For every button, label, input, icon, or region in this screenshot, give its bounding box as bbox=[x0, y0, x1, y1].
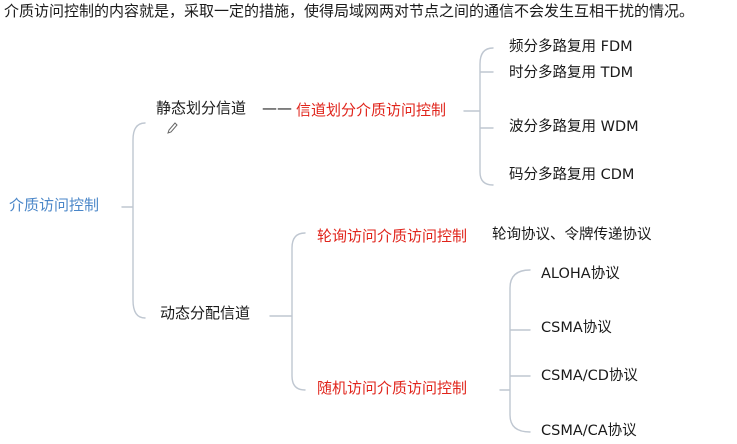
polling-mac-node: 轮询访问介质访问控制 bbox=[317, 227, 468, 245]
dynamic-branch-connector bbox=[269, 232, 306, 391]
tdm-leaf: 时分多路复用 TDM bbox=[509, 65, 634, 81]
intro-text: 介质访问控制的内容就是，采取一定的措施，使得局域网两对节点之间的通信不会发生互相… bbox=[4, 2, 695, 20]
random-branch-connector bbox=[499, 269, 531, 433]
root-branch-connector bbox=[121, 122, 146, 319]
pencil-icon bbox=[167, 122, 178, 134]
dynamic-channel-node: 动态分配信道 bbox=[160, 304, 251, 322]
channel-partition-mac-node: 信道划分介质访问控制 bbox=[296, 101, 447, 119]
fdm-leaf: 频分多路复用 FDM bbox=[509, 39, 633, 55]
wdm-leaf: 波分多路复用 WDM bbox=[509, 119, 639, 135]
polling-protocols-leaf: 轮询协议、令牌传递协议 bbox=[492, 227, 652, 243]
static-branch-connector bbox=[463, 47, 494, 186]
csma-ca-leaf: CSMA/CA协议 bbox=[541, 423, 637, 439]
root-node: 介质访问控制 bbox=[9, 196, 100, 214]
aloha-leaf: ALOHA协议 bbox=[541, 266, 620, 282]
csma-cd-leaf: CSMA/CD协议 bbox=[541, 368, 638, 384]
random-access-mac-node: 随机访问介质访问控制 bbox=[317, 379, 468, 397]
static-channel-node: 静态划分信道 bbox=[156, 99, 247, 117]
cdm-leaf: 码分多路复用 CDM bbox=[509, 167, 635, 183]
static-connector-dash: —— bbox=[262, 99, 292, 117]
csma-leaf: CSMA协议 bbox=[541, 320, 612, 336]
